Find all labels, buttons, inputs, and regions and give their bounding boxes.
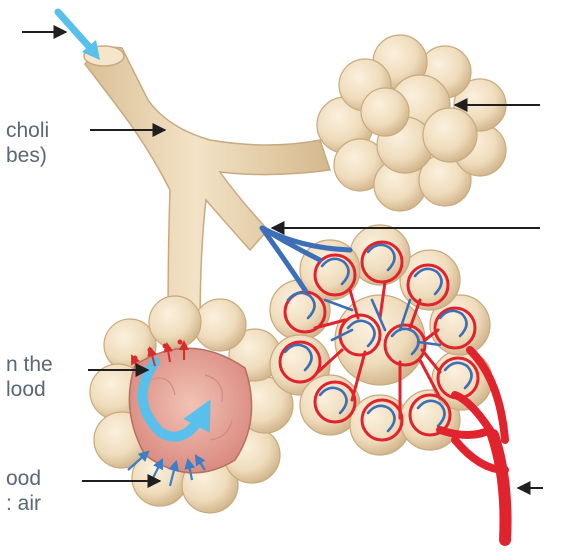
alveolar-sac-cluster-upper	[317, 35, 506, 211]
label-bronchioli-line2: bes)	[6, 143, 49, 168]
label-gas-into-blood: n the lood	[6, 352, 53, 402]
airflow-arrow-icon	[58, 12, 100, 60]
label-gas-into-air: ood : air	[6, 466, 41, 516]
label-gas-into-blood-line2: lood	[6, 377, 53, 402]
alveolar-sac-capillary-network	[262, 225, 506, 540]
label-bronchioli: choli bes)	[6, 118, 49, 168]
label-gas-into-blood-line1: n the	[6, 352, 53, 377]
label-gas-into-air-line1: ood	[6, 466, 41, 491]
label-bronchioli-line1: choli	[6, 118, 49, 143]
label-gas-into-air-line2: : air	[6, 491, 41, 516]
